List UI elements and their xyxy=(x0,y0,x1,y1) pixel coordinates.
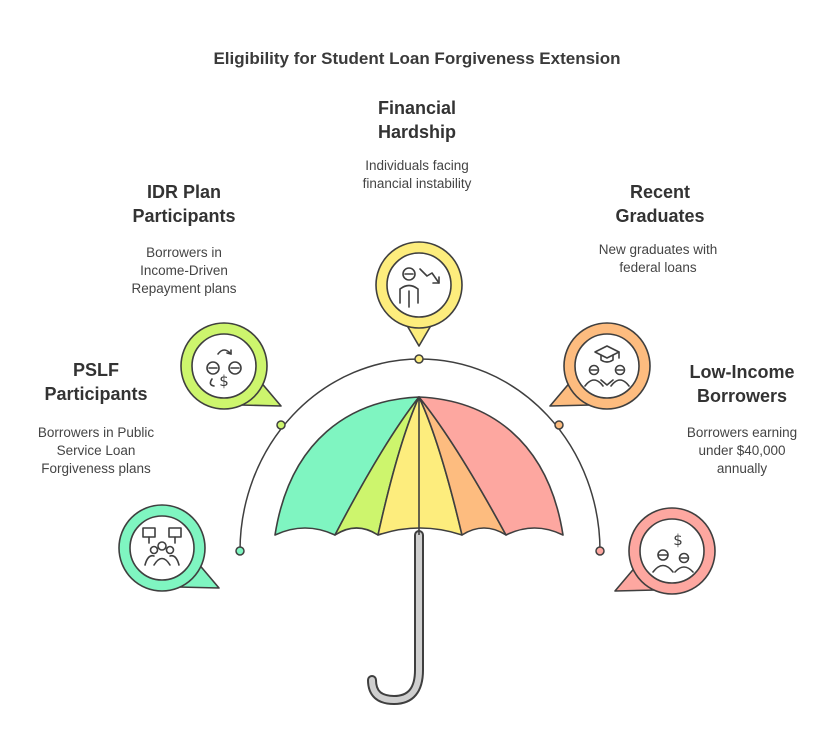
person-trend-down-icon xyxy=(399,267,440,308)
graduates-description-line: federal loans xyxy=(619,260,697,275)
hardship-description-line: financial instability xyxy=(362,176,472,191)
pslf-description: Borrowers in Public Service Loan Forgive… xyxy=(0,424,196,478)
graduates-heading-line: Recent xyxy=(629,182,691,202)
icon-bubbles: $$ xyxy=(118,241,716,595)
hardship-description: Individuals facing financial instability xyxy=(317,157,517,193)
pslf-heading-line: PSLF xyxy=(72,360,119,380)
arc-anchor-dot xyxy=(414,354,424,364)
pslf-heading: PSLF Participants xyxy=(0,358,196,406)
bubble-inner xyxy=(191,333,257,399)
graduates-description-line: New graduates with xyxy=(598,242,718,257)
speakers-group-icon xyxy=(142,527,182,566)
icon-bubble xyxy=(375,241,463,347)
umbrella-canopy xyxy=(274,396,564,536)
pslf-description-line: Service Loan xyxy=(56,443,136,458)
lowincome-description-line: Borrowers earning xyxy=(686,425,798,440)
lowincome-heading-line: Low-Income xyxy=(689,362,795,382)
umbrella-handle xyxy=(367,530,424,706)
icon-bubble: $ xyxy=(180,322,282,410)
icon-bubble xyxy=(118,504,220,592)
hardship-heading-line: Hardship xyxy=(377,122,456,142)
pslf-description-line: Forgiveness plans xyxy=(41,461,151,476)
hardship-heading: Financial Hardship xyxy=(317,96,517,144)
graduates-heading: Recent Graduates xyxy=(560,180,760,228)
svg-text:$: $ xyxy=(219,372,229,390)
pslf-heading-line: Participants xyxy=(44,384,148,404)
lowincome-description-line: annually xyxy=(716,461,768,476)
lowincome-description: Borrowers earning under $40,000 annually xyxy=(642,424,834,478)
idr-heading: IDR Plan Participants xyxy=(84,180,284,228)
umbrella-handle-fill xyxy=(369,532,422,704)
hardship-description-line: Individuals facing xyxy=(365,158,469,173)
idr-description-line: Borrowers in xyxy=(146,245,222,260)
arc-anchor-dot xyxy=(276,420,286,430)
lowincome-description-line: under $40,000 xyxy=(698,443,786,458)
graduates-description: New graduates with federal loans xyxy=(558,241,758,277)
bubble-inner xyxy=(386,252,452,318)
lowincome-heading-line: Borrowers xyxy=(696,386,788,406)
icon-bubble: $ xyxy=(614,507,716,595)
idr-description: Borrowers in Income-Driven Repayment pla… xyxy=(84,244,284,298)
arc-anchor-dot xyxy=(554,420,564,430)
lowincome-heading: Low-Income Borrowers xyxy=(642,360,834,408)
hardship-heading-line: Financial xyxy=(377,98,457,118)
icon-bubble xyxy=(549,322,651,410)
diagram-title: Eligibility for Student Loan Forgiveness… xyxy=(213,49,621,68)
payment-exchange-icon: $ xyxy=(206,349,242,390)
graduates-icon xyxy=(584,345,630,387)
arc-anchor-dot xyxy=(235,546,245,556)
arc-anchor-dot xyxy=(595,546,605,556)
connector-dots xyxy=(235,354,605,556)
graduates-heading-line: Graduates xyxy=(615,206,705,226)
idr-heading-line: Participants xyxy=(132,206,236,226)
pslf-description-line: Borrowers in Public xyxy=(37,425,155,440)
canopy-panel xyxy=(418,396,564,536)
dollar-people-icon: $ xyxy=(652,531,694,573)
svg-text:$: $ xyxy=(673,531,683,549)
bubble-inner xyxy=(639,518,705,584)
bubble-inner xyxy=(574,333,640,399)
idr-description-line: Repayment plans xyxy=(131,281,237,296)
idr-heading-line: IDR Plan xyxy=(146,182,221,202)
bubble-inner xyxy=(129,515,195,581)
idr-description-line: Income-Driven xyxy=(140,263,228,278)
